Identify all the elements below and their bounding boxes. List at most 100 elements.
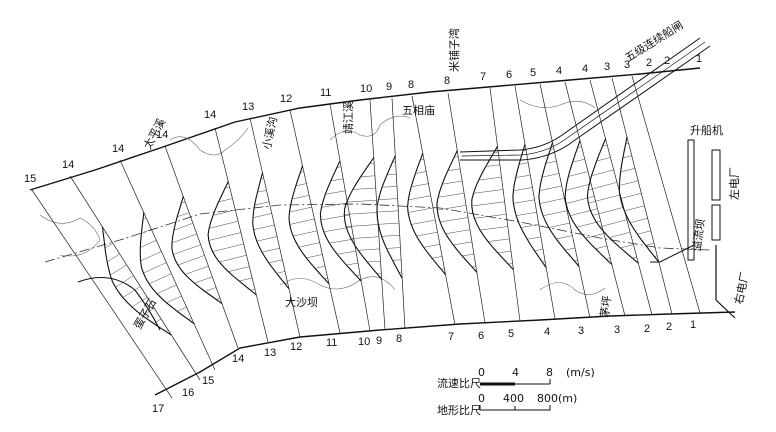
velocity-hatch [493, 152, 499, 154]
velocity-profile-curve [564, 140, 613, 265]
velocity-hatch [471, 266, 476, 268]
cross-section-line [539, 83, 591, 319]
velocity-hatch [625, 143, 629, 145]
section-number-top: 8 [444, 75, 450, 87]
velocity-hatch [250, 288, 255, 291]
channel-centerline [44, 203, 711, 263]
velocity-hatch [478, 176, 502, 181]
velocity-hatch [508, 263, 513, 265]
velocity-hatch [541, 173, 560, 178]
velocity-hatch [181, 201, 186, 204]
cross-section-line [514, 85, 556, 320]
velocity-scale: 流速比尺 0 4 8 (m/s) [437, 366, 595, 390]
velocity-hatch [346, 262, 359, 266]
velocity-hatch [479, 226, 508, 231]
velocity-hatch [609, 231, 631, 238]
velocity-hatch [254, 201, 270, 206]
velocity-hatch [295, 183, 307, 187]
velocity-profile-curve [288, 165, 330, 285]
velocity-hatch [336, 166, 342, 168]
label-mizhuzi: 米铺子湾 [447, 28, 461, 72]
dam-structure [650, 139, 736, 319]
velocity-hatch [315, 265, 326, 269]
section-number-bottom: 8 [396, 333, 402, 345]
section-number-bottom: 2 [644, 323, 650, 335]
velocity-hatch [367, 260, 381, 263]
cross-section-line [564, 81, 626, 317]
velocity-profile-curve [512, 144, 547, 269]
velocity-hatch [173, 244, 201, 255]
velocity-hatch [432, 256, 443, 259]
velocity-hatch [592, 207, 624, 216]
section-number-top: 7 [480, 71, 486, 83]
velocity-profile-curve [618, 136, 660, 263]
velocity-hatch [337, 250, 356, 255]
section-number-top: 15 [24, 173, 36, 185]
velocity-hatch [420, 159, 424, 161]
velocity-hatch [346, 199, 377, 203]
velocity-hatch [376, 210, 399, 213]
label-dashaba: 大沙坝 [285, 295, 318, 309]
velocity-hatch [103, 232, 107, 235]
section-number-bottom: 1 [690, 319, 696, 331]
velocity-hatch [386, 247, 401, 249]
section-number-bottom: 13 [264, 347, 276, 359]
cross-section-line [391, 97, 406, 330]
cross-section-line [611, 77, 673, 315]
velocity-hatch [212, 243, 244, 252]
velocity-hatch [595, 245, 608, 250]
label-lock: 五级连续船闸 [622, 18, 685, 65]
section-number-bottom: 9 [376, 335, 382, 347]
terrain-tick: 0 [478, 392, 485, 405]
label-wuxiangmiao: 五相庙 [402, 103, 435, 117]
section-number-bottom: 16 [182, 387, 194, 399]
terrain-unit: (m) [558, 392, 577, 405]
velocity-hatch [565, 183, 592, 191]
velocity-hatch [453, 241, 473, 246]
velocity-hatch [194, 276, 213, 284]
velocity-hatch [488, 238, 510, 242]
velocity-hatch [330, 178, 344, 182]
velocity-hatch [143, 262, 167, 274]
velocity-hatch [539, 185, 562, 191]
section-number-bottom: 5 [508, 328, 514, 340]
cross-section-line [329, 103, 371, 332]
velocity-hatch [257, 189, 267, 193]
terrain-contour [539, 282, 606, 295]
velocity-hatch [415, 171, 427, 174]
velocity-hatch [550, 148, 554, 150]
velocity-hatch [534, 248, 544, 251]
velocity-hatch [185, 265, 209, 275]
velocity-hatch [165, 329, 169, 332]
label-xiaoxigou: 小溪沟 [260, 116, 280, 151]
velocity-hatch [268, 259, 283, 264]
velocity-hatch [252, 213, 272, 218]
velocity-hatch [104, 242, 113, 249]
velocity-hatch [548, 222, 570, 228]
velocity-hatch [387, 173, 397, 175]
section-number-top: 9 [386, 81, 392, 93]
section-number-top: 14 [62, 159, 74, 171]
velocity-tick: 8 [546, 366, 553, 379]
velocity-hatch [352, 187, 376, 190]
velocity-hatch [140, 251, 162, 262]
velocity-hatch [596, 157, 611, 162]
ship-lock-channel-lower [460, 45, 711, 161]
velocity-hatch [408, 207, 434, 213]
velocity-hatch [208, 232, 241, 241]
velocity-profile-curve [471, 146, 514, 271]
velocity-hatch [392, 259, 402, 261]
velocity-hatch [440, 217, 469, 223]
section-number-bottom: 12 [290, 341, 302, 353]
label-maoping: 茅坪 [598, 295, 614, 319]
section-number-bottom: 6 [478, 330, 484, 342]
velocity-hatch [346, 224, 379, 227]
velocity-hatch [171, 233, 197, 244]
velocity-hatch [344, 212, 378, 215]
section-number-bottom: 10 [358, 336, 370, 348]
velocity-hatch [110, 264, 127, 276]
velocity-hatch [360, 175, 375, 177]
velocity-hatch [142, 217, 147, 220]
velocity-hatch [570, 208, 598, 216]
velocity-hatch [454, 156, 459, 158]
